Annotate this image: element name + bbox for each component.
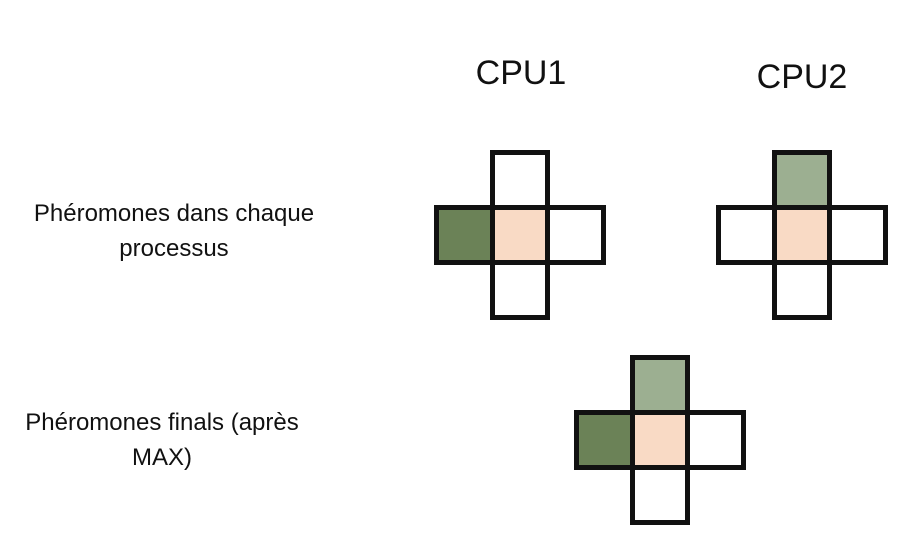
cpu1-pheromone-grid (434, 150, 606, 320)
cpu1-cell-left (434, 205, 495, 265)
cpu2-cell-center (772, 205, 832, 265)
cpu2-cell-bottom (772, 260, 832, 320)
row-label-per-process-line2: processus (119, 235, 229, 262)
row-label-per-process-line1: Phéromones dans chaque (33, 200, 315, 227)
row-label-final-line2: MAX) (132, 444, 192, 471)
cpu1-cell-center (490, 205, 550, 265)
row-label-final: Phéromones finals (après MAX) (4, 405, 320, 475)
cpu1-header: CPU1 (475, 54, 567, 92)
final-cell-bottom (630, 465, 690, 525)
cpu2-cell-left (716, 205, 777, 265)
cpu2-cell-right (827, 205, 888, 265)
cpu1-cell-top (490, 150, 550, 210)
cpu2-header: CPU2 (756, 58, 848, 96)
cpu2-pheromone-grid (716, 150, 888, 320)
final-cell-top (630, 355, 690, 415)
final-cell-left (574, 410, 635, 470)
row-label-per-process: Phéromones dans chaque processus (14, 196, 334, 266)
final-cell-center (630, 410, 690, 470)
final-cell-right (685, 410, 746, 470)
cpu1-cell-bottom (490, 260, 550, 320)
row-label-final-line1: Phéromones finals (après (25, 409, 299, 436)
final-pheromone-grid (574, 355, 746, 525)
cpu2-cell-top (772, 150, 832, 210)
cpu1-cell-right (545, 205, 606, 265)
